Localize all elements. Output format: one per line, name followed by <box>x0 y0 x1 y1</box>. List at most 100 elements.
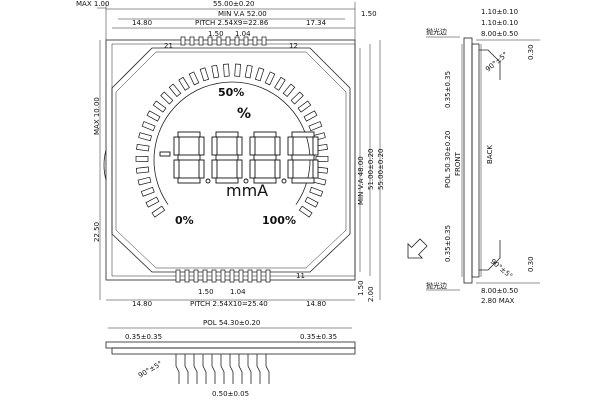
digit-segment <box>312 159 319 179</box>
bargraph-segment <box>290 91 304 105</box>
label-0-percent: 0% <box>175 214 194 227</box>
digit-4 <box>287 131 319 184</box>
decimal-point <box>243 178 249 184</box>
digit-segment <box>249 159 256 179</box>
left-edge-bump <box>103 149 107 181</box>
digit-segment <box>177 154 201 161</box>
unit-label: mmA <box>226 181 268 200</box>
bargraph-segment <box>137 176 152 186</box>
bottom-right-dim-b: 2.00 <box>367 286 375 302</box>
bottom-view-pin <box>238 354 243 384</box>
pin-width-label: 1.04 <box>235 30 251 38</box>
side-pin-top <box>479 49 501 80</box>
side-dim-top-b: 1.10±0.10 <box>481 19 518 27</box>
bottom-pin-row <box>175 269 271 283</box>
digit-segment <box>173 136 180 156</box>
percent-sign: % <box>237 106 251 122</box>
digit-3 <box>249 131 287 184</box>
bottom-pin <box>265 269 271 283</box>
view-direction-arrow-icon <box>407 238 428 259</box>
digit-segment <box>177 131 201 138</box>
bottom-angle: 90°±5° <box>137 360 164 380</box>
top-pin <box>225 36 231 46</box>
bargraph-segment <box>135 166 150 174</box>
digit-segment <box>253 154 277 161</box>
bottom-pin-gap: 1.50 <box>198 288 214 296</box>
bottom-right-offset: 14.80 <box>306 300 326 308</box>
bottom-right-dim-a: 1.50 <box>357 280 365 296</box>
bottom-left-offset: 14.80 <box>132 300 152 308</box>
bottom-view-pin <box>202 354 207 384</box>
bottom-pin <box>211 269 217 283</box>
label-50-percent: 50% <box>218 86 244 99</box>
side-dim-bottom-c: 8.00±0.50 <box>481 287 518 295</box>
view-area-label: MIN V.A 52.00 <box>218 10 267 18</box>
bottom-view-pin <box>256 354 261 384</box>
bargraph-segment <box>160 91 174 105</box>
bargraph-segment <box>234 63 241 77</box>
right-total-dim: 55.00±0.20 <box>377 149 385 191</box>
bargraph-segment <box>188 71 200 86</box>
side-dim-right-top: 0.30 <box>527 44 535 60</box>
bargraph-segment <box>135 155 149 162</box>
bargraph-segment <box>168 83 182 98</box>
bargraph-segment <box>264 71 276 86</box>
digit-segment <box>274 136 281 156</box>
viewing-area-inner <box>115 51 347 269</box>
pin-label-21: 21 <box>164 42 173 50</box>
digit-segment <box>291 177 315 184</box>
side-view: 1.10±0.10 1.10±0.10 8.00±0.50 抛光边 0.30 0… <box>426 8 540 305</box>
side-front: FRONT <box>454 151 462 176</box>
top-pin <box>252 36 258 46</box>
bottom-view-pin <box>184 354 189 384</box>
front-view: MAX 1.00 55.00±0.20 1.50 MIN V.A 52.00 1… <box>76 0 385 308</box>
bottom-view-pin <box>211 354 216 384</box>
pin-label-12: 12 <box>289 42 298 50</box>
bargraph-segment <box>298 205 313 218</box>
top-pin <box>180 36 186 46</box>
side-dim-top-a: 1.10±0.10 <box>481 8 518 16</box>
bottom-left-dim: 0.35±0.35 <box>125 333 162 341</box>
bargraph-segment <box>303 110 318 122</box>
digit-segment <box>249 136 256 156</box>
bargraph-segment <box>145 196 160 208</box>
bottom-polarizer: POL 54.30±0.20 <box>203 319 260 327</box>
bottom-pin <box>256 269 262 283</box>
bottom-pitch: PITCH 2.54X10=25.40 <box>190 300 268 308</box>
side-dim-left-bottom: 0.35±0.35 <box>444 225 452 262</box>
bottom-view-pins <box>175 354 270 384</box>
bargraph-segment <box>151 205 166 218</box>
bargraph-segment <box>140 186 155 197</box>
digit-segment <box>253 131 277 138</box>
digit-1 <box>173 131 211 184</box>
bargraph-segment <box>211 64 220 79</box>
bargraph-segment <box>244 64 253 79</box>
digit-segment <box>274 159 281 179</box>
digit-segment <box>236 136 243 156</box>
right-va-dim: MIN V.A 48.00 <box>357 156 365 205</box>
top-pin <box>234 36 240 46</box>
bottom-view-pin <box>247 354 252 384</box>
side-dim-left-top: 0.35±0.35 <box>444 71 452 108</box>
right-offset-label: 17.34 <box>306 19 327 27</box>
bottom-view-pin <box>265 354 270 384</box>
left-upper-dim: MAX 10.00 <box>93 97 101 135</box>
decimal-point <box>205 178 211 184</box>
top-pin <box>189 36 195 46</box>
back-glass <box>471 43 480 278</box>
top-pin <box>216 36 222 46</box>
digit-segment <box>236 159 243 179</box>
digit-segment <box>173 159 180 179</box>
edge-label-bottom: 抛光边 <box>426 281 447 290</box>
digit-segment <box>211 159 218 179</box>
bargraph-segment <box>223 63 230 77</box>
digit-segment <box>291 154 315 161</box>
bottom-pin <box>193 269 199 283</box>
digit-segment <box>215 154 239 161</box>
bargraph-segment <box>297 100 312 113</box>
digit-segment <box>215 131 239 138</box>
digit-2 <box>211 131 249 184</box>
bottom-back-glass <box>111 347 356 355</box>
bargraph-segment <box>152 100 167 113</box>
digit-segment <box>253 177 277 184</box>
